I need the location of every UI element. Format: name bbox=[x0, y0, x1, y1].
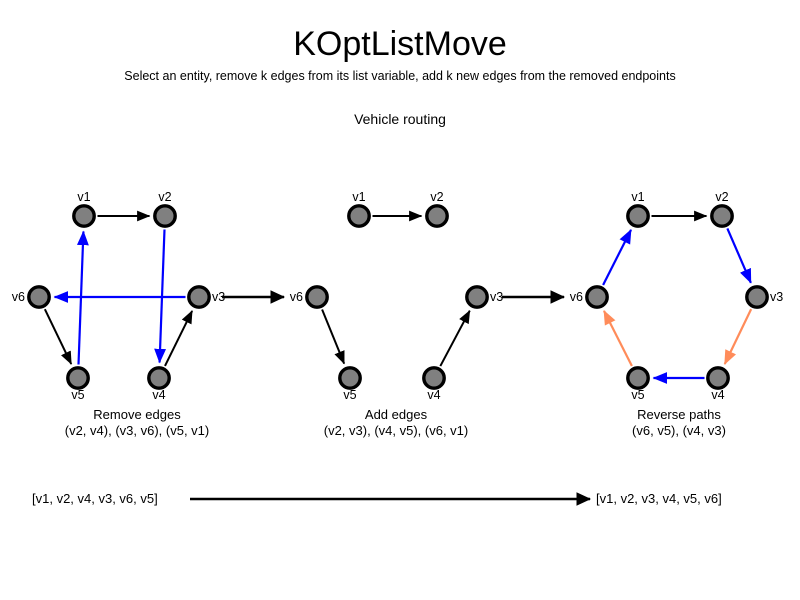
node-labels-layer: v1 v2 v6 v3 v5 v4 v1 v2 v6 v3 v5 v4 v1 v2 v6 v3 v5 v4 bbox=[12, 190, 783, 402]
panel-add-node-v2[interactable] bbox=[425, 204, 449, 228]
panel-add-caption-detail: (v2, v3), (v4, v5), (v6, v1) bbox=[324, 423, 468, 438]
panel-remove-caption-title: Remove edges bbox=[93, 407, 181, 422]
panel-remove-node-label-v1: v1 bbox=[77, 190, 90, 204]
panel-remove-node-v1[interactable] bbox=[72, 204, 96, 228]
edges-layer bbox=[43, 210, 753, 384]
panel-reverse-edge-v6-v1 bbox=[602, 229, 632, 286]
panel-add-node-v1[interactable] bbox=[347, 204, 371, 228]
panel-add-caption-title: Add edges bbox=[365, 407, 428, 422]
panel-remove-node-v4[interactable] bbox=[147, 366, 171, 390]
nodes-layer bbox=[27, 204, 769, 390]
page-subtitle: Select an entity, remove k edges from it… bbox=[124, 69, 676, 83]
panel-reverse-node-v1[interactable] bbox=[626, 204, 650, 228]
panel-add-node-label-v3: v3 bbox=[490, 290, 503, 304]
panel-reverse-caption-title: Reverse paths bbox=[637, 407, 721, 422]
panel-reverse-node-label-v2: v2 bbox=[715, 190, 728, 204]
panel-reverse-node-label-v3: v3 bbox=[770, 290, 783, 304]
panel-remove-node-v3[interactable] bbox=[187, 285, 211, 309]
panel-remove-node-v5[interactable] bbox=[66, 366, 90, 390]
scene-label: Vehicle routing bbox=[354, 111, 446, 127]
panel-add-edge-v6-v5 bbox=[321, 309, 346, 365]
panel-reverse-edge-v5-v6 bbox=[603, 310, 633, 367]
panel-remove-node-label-v2: v2 bbox=[158, 190, 171, 204]
panel-reverse-node-v2[interactable] bbox=[710, 204, 734, 228]
panel-reverse-node-v3[interactable] bbox=[745, 285, 769, 309]
panel-reverse-node-label-v1: v1 bbox=[631, 190, 644, 204]
panel-add-node-label-v2: v2 bbox=[430, 190, 443, 204]
panel-add-node-label-v6: v6 bbox=[290, 290, 303, 304]
panel-add-node-v5[interactable] bbox=[338, 366, 362, 390]
panel-add-node-label-v5: v5 bbox=[343, 388, 356, 402]
panel-reverse-edge-v3-v4 bbox=[723, 308, 753, 365]
list-before: [v1, v2, v4, v3, v6, v5] bbox=[32, 491, 158, 506]
panel-reverse-node-v6[interactable] bbox=[585, 285, 609, 309]
panel-add-node-v3[interactable] bbox=[465, 285, 489, 309]
panel-reverse-node-label-v5: v5 bbox=[631, 388, 644, 402]
panel-reverse-node-v5[interactable] bbox=[626, 366, 650, 390]
panel-remove-node-label-v3: v3 bbox=[212, 290, 225, 304]
panel-add-edge-v4-v3 bbox=[439, 309, 471, 367]
panel-remove-caption-detail: (v2, v4), (v3, v6), (v5, v1) bbox=[65, 423, 209, 438]
panel-add-node-label-v1: v1 bbox=[352, 190, 365, 204]
panel-remove-node-label-v4: v4 bbox=[152, 388, 165, 402]
panel-add-node-v6[interactable] bbox=[305, 285, 329, 309]
panel-reverse-node-label-v4: v4 bbox=[711, 388, 724, 402]
panel-reverse-edge-v2-v3 bbox=[726, 227, 752, 284]
panel-reverse-node-v4[interactable] bbox=[706, 366, 730, 390]
panel-captions-layer: Remove edges(v2, v4), (v3, v6), (v5, v1)… bbox=[65, 407, 726, 438]
panel-remove-edge-v4-v3 bbox=[164, 310, 194, 367]
panel-remove-node-label-v6: v6 bbox=[12, 290, 25, 304]
panel-remove-node-label-v5: v5 bbox=[71, 388, 84, 402]
list-after: [v1, v2, v3, v4, v5, v6] bbox=[596, 491, 722, 506]
panel-reverse-node-label-v6: v6 bbox=[570, 290, 583, 304]
panel-remove-node-v6[interactable] bbox=[27, 285, 51, 309]
panel-reverse-caption-detail: (v6, v5), (v4, v3) bbox=[632, 423, 726, 438]
list-transformation-layer: [v1, v2, v4, v3, v6, v5] [v1, v2, v3, v4,… bbox=[32, 491, 722, 506]
panel-add-node-label-v4: v4 bbox=[427, 388, 440, 402]
panel-remove-edge-v6-v5 bbox=[43, 308, 73, 365]
panel-add-node-v4[interactable] bbox=[422, 366, 446, 390]
panel-remove-node-v2[interactable] bbox=[153, 204, 177, 228]
page-title: KOptListMove bbox=[293, 25, 507, 63]
